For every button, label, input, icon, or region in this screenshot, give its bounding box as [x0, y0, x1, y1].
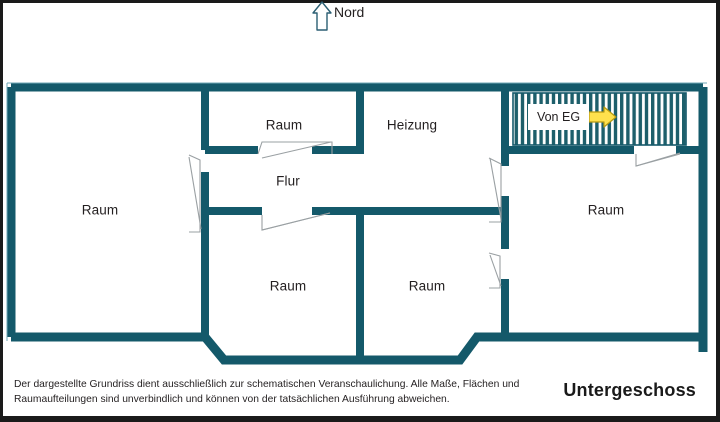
image-frame-left: [0, 0, 3, 422]
room-label-room-bottom-mid: Raum: [408, 278, 446, 294]
door-swings: [188, 141, 681, 289]
room-label-room-bottom-left: Raum: [269, 278, 307, 294]
disclaimer-text: Der dargestellte Grundriss dient ausschl…: [14, 379, 520, 405]
north-arrow-icon: [312, 1, 332, 31]
room-label-room-top-center: Raum: [265, 117, 303, 133]
image-frame-bottom: [0, 416, 720, 422]
room-label-room-heating: Heizung: [386, 117, 438, 133]
room-label-room-corridor: Flur: [276, 173, 300, 189]
right-arrow-icon: [588, 106, 617, 128]
room-label-room-right: Raum: [587, 202, 625, 218]
image-frame-top: [0, 0, 720, 3]
stairs-label: Von EG: [536, 110, 581, 124]
room-label-room-left: Raum: [81, 202, 119, 218]
image-frame-right: [716, 0, 720, 422]
floor-title: Untergeschoss: [563, 380, 696, 400]
north-label: Nord: [334, 4, 365, 20]
exterior-wall-highlight: [6, 82, 707, 341]
interior-walls: [201, 87, 703, 360]
stairs-label-box: Von EG: [528, 104, 589, 130]
